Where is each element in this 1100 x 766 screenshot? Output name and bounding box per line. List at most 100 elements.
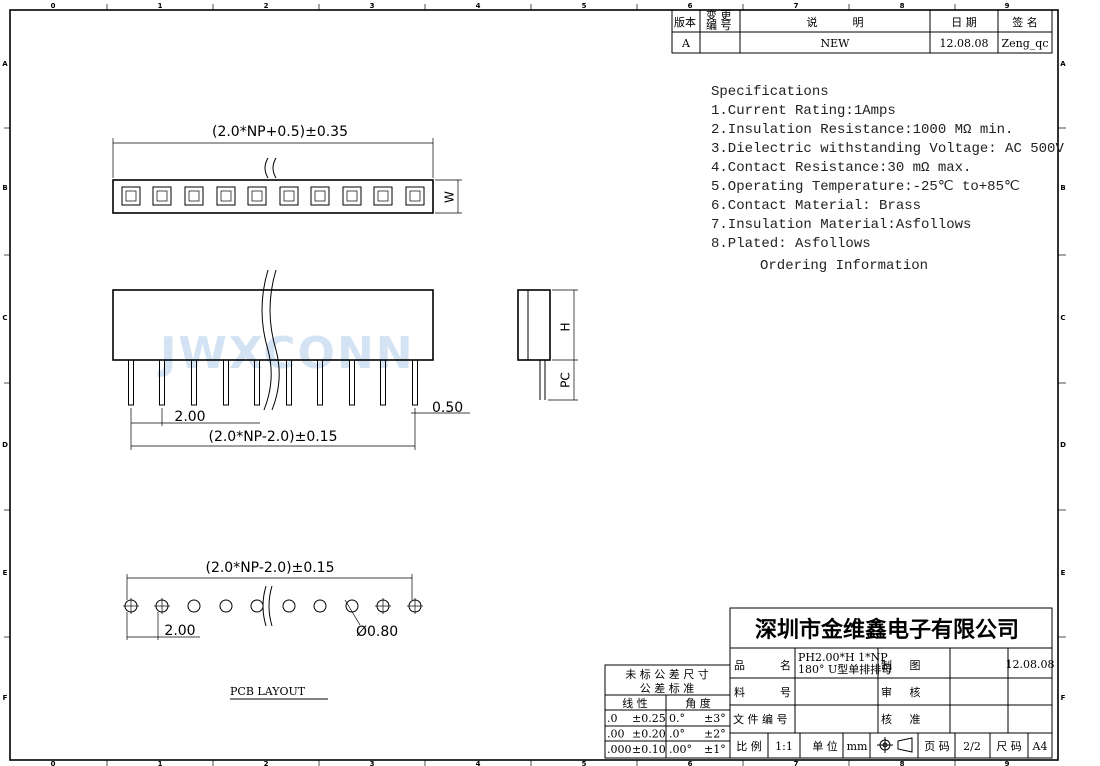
specifications: Specifications 1.Current Rating:1Amps 2.… bbox=[711, 84, 1064, 274]
ruler-column-label: 0 bbox=[51, 760, 56, 766]
ruler-column-label: 7 bbox=[794, 760, 799, 766]
pin bbox=[317, 359, 323, 406]
ruler-row-label: B bbox=[1060, 184, 1065, 192]
scale-label: 比 例 bbox=[736, 739, 762, 753]
pcb-hole bbox=[345, 599, 359, 613]
ruler-column-label: 8 bbox=[900, 760, 905, 766]
ruler-column-label: 6 bbox=[688, 760, 693, 766]
ruler-row-label: C bbox=[2, 314, 7, 322]
spec-item: 3.Dielectric withstanding Voltage: AC 50… bbox=[711, 141, 1064, 157]
tolerance-angle: .00° bbox=[669, 743, 692, 756]
part-no-label: 料 号 bbox=[734, 685, 791, 699]
contact-cavity bbox=[279, 186, 299, 206]
tolerance-angle-value: ±1° bbox=[704, 743, 726, 756]
pcb-layout: (2.0*NP-2.0)±0.15 2.00 Ø0.80 PCB LAYOUT bbox=[123, 560, 423, 700]
dim-pcb-pitch: 2.00 bbox=[164, 623, 195, 639]
ruler-row-label: F bbox=[3, 694, 8, 702]
ruler-column-label: 9 bbox=[1005, 760, 1010, 766]
ruler-row-label: F bbox=[1061, 694, 1066, 702]
ruler-row-label: D bbox=[1060, 441, 1066, 449]
dim-pin-span: (2.0*NP-2.0)±0.15 bbox=[208, 429, 337, 445]
pcb-hole bbox=[187, 599, 201, 613]
tolerance-angle: 0.° bbox=[669, 712, 685, 725]
title-block: 深圳市金维鑫电子有限公司 品 名 PH2.00*H 1*NP 180° U型单排… bbox=[729, 607, 1055, 759]
drawn-date: 12.08.08 bbox=[1006, 658, 1055, 671]
contact-cavity bbox=[216, 186, 236, 206]
tolerance-subtitle: 公 差 标 准 bbox=[640, 681, 695, 695]
contact-cavity bbox=[405, 186, 425, 206]
tolerance-linear: .000 bbox=[607, 743, 632, 756]
scale-value: 1:1 bbox=[775, 740, 793, 753]
ruler-row-label: A bbox=[1060, 60, 1066, 68]
tolerance-angle-value: ±2° bbox=[704, 728, 726, 741]
revision-table: 版本 变 更 编 号 说 明 日 期 签 名 A NEW 12.08.08 Ze… bbox=[671, 8, 1053, 54]
contact-cavity bbox=[247, 186, 267, 206]
header-change-1: 变 更 bbox=[706, 8, 732, 22]
contact-cavity bbox=[373, 186, 393, 206]
size-value: A4 bbox=[1032, 740, 1048, 753]
product-name-line2: 180° U型单排排母 bbox=[798, 662, 892, 676]
pin bbox=[380, 359, 386, 406]
page-value: 2/2 bbox=[963, 740, 981, 753]
revision-version: A bbox=[681, 37, 691, 50]
pin bbox=[412, 359, 418, 406]
spec-item: 2.Insulation Resistance:1000 MΩ min. bbox=[711, 122, 1013, 138]
contact-cavity bbox=[184, 186, 204, 206]
dim-pin-width: 0.50 bbox=[432, 400, 463, 416]
pin bbox=[286, 359, 292, 406]
dim-hole-diameter: Ø0.80 bbox=[356, 624, 398, 640]
dim-height: H bbox=[559, 322, 573, 331]
header-description: 说 明 bbox=[807, 15, 864, 29]
approved-label: 核 准 bbox=[881, 712, 920, 726]
spec-item: 4.Contact Resistance:30 mΩ max. bbox=[711, 160, 971, 176]
pcb-hole bbox=[313, 599, 327, 613]
dim-overall-length: (2.0*NP+0.5)±0.35 bbox=[212, 124, 348, 140]
tolerance-linear: .00 bbox=[607, 728, 625, 741]
company-name: 深圳市金维鑫电子有限公司 bbox=[755, 617, 1019, 643]
unit-label: 单 位 bbox=[812, 739, 838, 753]
ruler-column-label: 5 bbox=[582, 760, 587, 766]
ruler-row-label: E bbox=[1061, 569, 1066, 577]
pin bbox=[223, 359, 229, 406]
header-change-2: 编 号 bbox=[706, 18, 732, 32]
ruler-column-label: 5 bbox=[582, 2, 587, 10]
ruler-column-label: 1 bbox=[158, 2, 163, 10]
pcb-hole bbox=[282, 599, 296, 613]
ruler-column-label: 6 bbox=[688, 2, 693, 10]
ruler-column-label: 2 bbox=[264, 2, 269, 10]
tolerance-linear-value: ±0.10 bbox=[632, 743, 666, 756]
ruler-row-label: D bbox=[2, 441, 8, 449]
contact-cavity bbox=[342, 186, 362, 206]
revision-date: 12.08.08 bbox=[940, 37, 989, 50]
ruler-column-label: 2 bbox=[264, 760, 269, 766]
pin bbox=[349, 359, 355, 406]
ruler-column-label: 0 bbox=[51, 2, 56, 10]
pin bbox=[191, 359, 197, 406]
revision-description: NEW bbox=[821, 37, 851, 50]
revision-signature: Zeng_qc bbox=[1002, 37, 1049, 50]
ruler-column-label: 4 bbox=[476, 2, 481, 10]
tolerance-linear-value: ±0.25 bbox=[632, 712, 666, 725]
pcb-hole bbox=[250, 599, 264, 613]
ruler-row-label: A bbox=[2, 60, 8, 68]
checked-label: 审 核 bbox=[881, 685, 920, 699]
product-name-line1: PH2.00*H 1*NP bbox=[798, 651, 888, 664]
end-view: H PC bbox=[517, 289, 578, 401]
projection-symbol-icon bbox=[877, 737, 913, 753]
pin bbox=[128, 359, 134, 406]
ruler-column-label: 3 bbox=[370, 760, 375, 766]
ruler-row-label: B bbox=[2, 184, 7, 192]
dim-pitch: 2.00 bbox=[174, 409, 205, 425]
ruler-column-label: 8 bbox=[900, 2, 905, 10]
size-label: 尺 码 bbox=[996, 740, 1022, 753]
contact-cavity bbox=[152, 186, 172, 206]
spec-item: 7.Insulation Material:Asfollows bbox=[711, 217, 971, 233]
tolerance-title: 未 标 公 差 尺 寸 bbox=[625, 667, 708, 681]
ruler-column-label: 7 bbox=[794, 2, 799, 10]
spec-item: 6.Contact Material: Brass bbox=[711, 198, 921, 214]
pin bbox=[254, 359, 260, 406]
top-view: (2.0*NP+0.5)±0.35 W bbox=[112, 124, 462, 214]
ruler-row-label: C bbox=[1060, 314, 1065, 322]
tolerance-angle-value: ±3° bbox=[704, 712, 726, 725]
